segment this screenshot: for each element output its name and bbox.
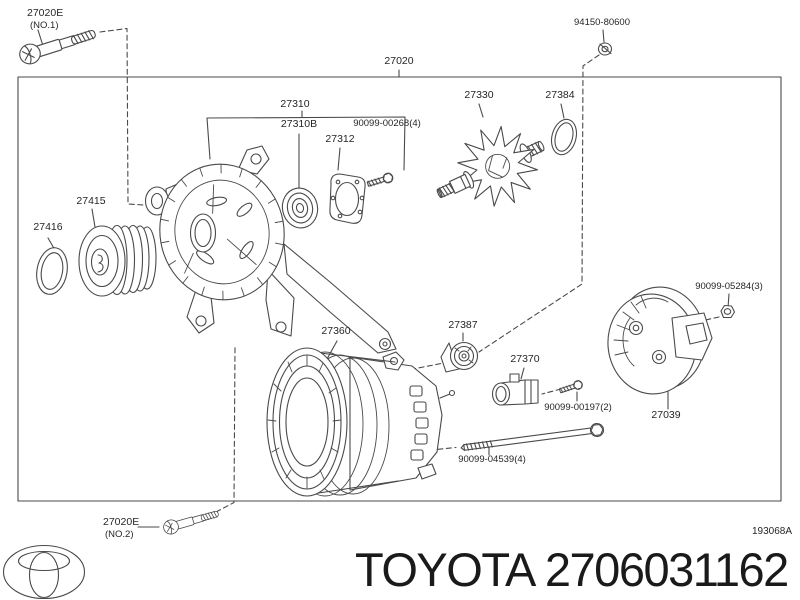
- bolt-90099-00268-drawing: [365, 171, 395, 190]
- part-label-94150-80600: 94150-80600: [574, 17, 630, 28]
- part-label-27039: 27039: [651, 409, 681, 421]
- nut-94150-drawing: [597, 42, 613, 56]
- bearing-27310b-drawing: [281, 187, 319, 229]
- part-label-27370: 27370: [510, 353, 540, 365]
- part-label-27360: 27360: [321, 325, 351, 337]
- part-label-27415: 27415: [76, 195, 106, 207]
- part-note-no1: (NO.1): [30, 20, 59, 31]
- part-label-27416: 27416: [33, 221, 63, 233]
- part-label-27310: 27310: [280, 98, 310, 110]
- stator-27360-drawing: [266, 347, 456, 497]
- drawing-code: 193068A: [752, 526, 793, 537]
- ring-27416-drawing: [36, 247, 68, 295]
- bolt-90099-04539-drawing: [460, 422, 605, 451]
- rotor-27330-drawing: [436, 125, 545, 207]
- cover-27387-drawing: [440, 341, 479, 373]
- assembly-label-27020: 27020: [384, 55, 414, 67]
- plate-27312-drawing: [329, 173, 366, 224]
- pulley-27415-drawing: [78, 224, 157, 297]
- oring-27384-drawing: [550, 118, 578, 156]
- part-label-27330: 27330: [464, 89, 494, 101]
- assembly-dashed-lines: [99, 27, 720, 513]
- part-label-90099-04539: 90099-04539(4): [458, 454, 526, 465]
- nut-90099-05284-drawing: [720, 304, 736, 319]
- part-label-27310b: 27310B: [280, 118, 318, 130]
- insulator-27370-drawing: [491, 373, 539, 406]
- frame-27310-drawing: [144, 145, 397, 354]
- bolt-90099-00197-drawing: [558, 379, 584, 396]
- cover-27039-drawing: [607, 286, 713, 395]
- part-label-90099-00197: 90099-00197(2): [544, 402, 612, 413]
- part-label-27020e-no2: 27020E: [103, 516, 140, 528]
- part-note-no2: (NO.2): [105, 529, 134, 540]
- part-label-90099-00268: 90099-00268(4): [353, 118, 421, 129]
- catalog-part-number: 2706031162: [544, 543, 789, 596]
- part-label-90099-05284: 90099-05284(3): [695, 281, 763, 292]
- part-label-27387: 27387: [448, 319, 478, 331]
- part-label-27020e-no1: 27020E: [27, 7, 64, 19]
- bolt-27020e-no2-drawing: [161, 506, 221, 537]
- brand-name: TOYOTA: [355, 543, 536, 596]
- part-label-27312: 27312: [325, 133, 355, 145]
- toyota-logo-icon: [2, 544, 86, 600]
- part-label-27384: 27384: [545, 89, 575, 101]
